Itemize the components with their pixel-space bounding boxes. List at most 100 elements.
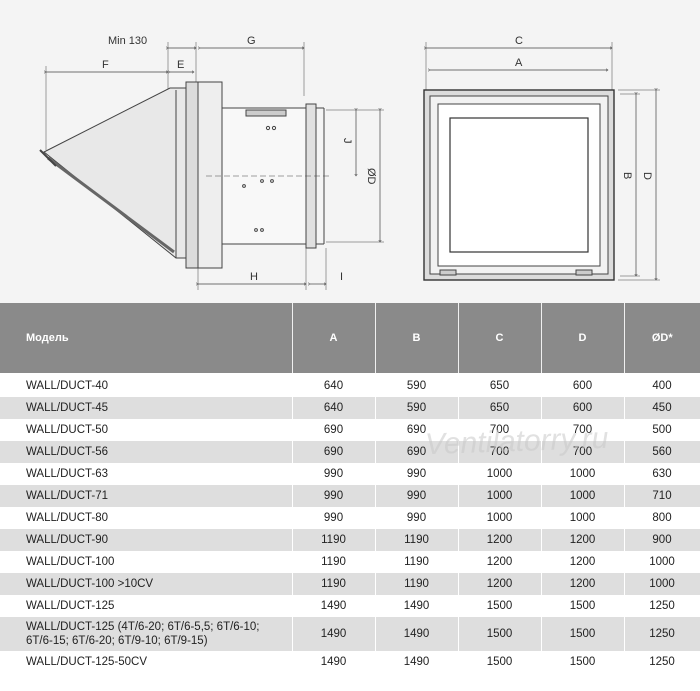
cell-d: 700 [541, 441, 625, 463]
side-view [39, 42, 384, 290]
cell-b: 690 [375, 419, 459, 441]
cell-od: 800 [624, 507, 700, 529]
table-row: WALL/DUCT-71 990 990 1000 1000 710 [0, 485, 700, 507]
cell-c: 650 [458, 373, 542, 397]
spec-table: Модель A B C D ØD* WALL/DUCT-40 640 590 … [0, 303, 700, 673]
header-od: ØD* [624, 303, 700, 373]
cell-od: 1250 [624, 651, 700, 673]
cell-od: 560 [624, 441, 700, 463]
cell-model: WALL/DUCT-63 [0, 463, 293, 485]
cell-model-line2: 6T/6-15; 6T/6-20; 6T/9-10; 6T/9-15) [26, 635, 208, 647]
cell-od: 400 [624, 373, 700, 397]
cell-model: WALL/DUCT-45 [0, 397, 293, 419]
cell-c: 1500 [458, 595, 542, 617]
cell-a: 1490 [292, 595, 376, 617]
label-i: I [340, 271, 343, 283]
cell-b: 1490 [375, 651, 459, 673]
cell-c: 650 [458, 397, 542, 419]
cell-model: WALL/DUCT-125 [0, 595, 293, 617]
cell-model: WALL/DUCT-100 >10CV [0, 573, 293, 595]
label-c: C [515, 35, 523, 47]
cell-b: 1490 [375, 617, 459, 651]
cell-a: 990 [292, 507, 376, 529]
cell-b: 1190 [375, 529, 459, 551]
label-d: D [641, 172, 653, 180]
cell-b: 590 [375, 373, 459, 397]
cell-od: 710 [624, 485, 700, 507]
label-min130: Min 130 [108, 35, 147, 47]
cell-d: 1500 [541, 651, 625, 673]
table-row: WALL/DUCT-56 690 690 700 700 560 [0, 441, 700, 463]
front-view [423, 42, 660, 281]
cell-b: 990 [375, 485, 459, 507]
cell-d: 1500 [541, 617, 625, 651]
cell-b: 990 [375, 507, 459, 529]
cell-model: WALL/DUCT-40 [0, 373, 293, 397]
cell-c: 1500 [458, 617, 542, 651]
cell-d: 600 [541, 373, 625, 397]
cell-c: 1200 [458, 573, 542, 595]
cell-od: 500 [624, 419, 700, 441]
cell-b: 690 [375, 441, 459, 463]
cell-model-line1: WALL/DUCT-125 (4T/6-20; 6T/6-5,5; 6T/6-1… [26, 621, 260, 633]
cell-d: 600 [541, 397, 625, 419]
label-f: F [102, 59, 109, 71]
cell-b: 1190 [375, 551, 459, 573]
label-h: H [250, 271, 258, 283]
cell-c: 1200 [458, 551, 542, 573]
table-row: WALL/DUCT-125 1490 1490 1500 1500 1250 [0, 595, 700, 617]
cell-d: 1000 [541, 463, 625, 485]
cell-c: 1000 [458, 485, 542, 507]
cell-d: 1000 [541, 485, 625, 507]
cell-a: 1190 [292, 573, 376, 595]
technical-drawing: Min 130 G F E J ØD H I C A B [0, 0, 700, 303]
cell-od: 900 [624, 529, 700, 551]
cell-model: WALL/DUCT-90 [0, 529, 293, 551]
cell-model: WALL/DUCT-125-50CV [0, 651, 293, 673]
table-row: WALL/DUCT-63 990 990 1000 1000 630 [0, 463, 700, 485]
cell-b: 590 [375, 397, 459, 419]
header-c: C [458, 303, 542, 373]
label-e: E [177, 59, 184, 71]
label-b: B [621, 172, 633, 179]
cell-d: 1200 [541, 529, 625, 551]
cell-od: 1000 [624, 551, 700, 573]
cell-od: 630 [624, 463, 700, 485]
cell-od: 1250 [624, 617, 700, 651]
cell-b: 1490 [375, 595, 459, 617]
cell-a: 990 [292, 485, 376, 507]
cell-od: 1000 [624, 573, 700, 595]
cell-b: 1190 [375, 573, 459, 595]
cell-d: 1200 [541, 551, 625, 573]
cell-d: 1000 [541, 507, 625, 529]
cell-d: 1500 [541, 595, 625, 617]
table-row: WALL/DUCT-125 (4T/6-20; 6T/6-5,5; 6T/6-1… [0, 617, 700, 651]
table-row: WALL/DUCT-80 990 990 1000 1000 800 [0, 507, 700, 529]
header-a: A [292, 303, 376, 373]
cell-a: 690 [292, 441, 376, 463]
label-a: A [515, 57, 523, 69]
drawing-svg: Min 130 G F E J ØD H I C A B [39, 35, 660, 290]
cell-a: 1490 [292, 617, 376, 651]
table-row: WALL/DUCT-100 >10CV 1190 1190 1200 1200 … [0, 573, 700, 595]
cell-model: WALL/DUCT-125 (4T/6-20; 6T/6-5,5; 6T/6-1… [0, 617, 293, 651]
cell-model: WALL/DUCT-100 [0, 551, 293, 573]
cell-od: 1250 [624, 595, 700, 617]
cell-a: 990 [292, 463, 376, 485]
table-row: WALL/DUCT-90 1190 1190 1200 1200 900 [0, 529, 700, 551]
cell-c: 1200 [458, 529, 542, 551]
label-od: ØD [365, 168, 377, 185]
cell-model: WALL/DUCT-80 [0, 507, 293, 529]
table-row: WALL/DUCT-50 690 690 700 700 500 [0, 419, 700, 441]
cell-a: 640 [292, 397, 376, 419]
cell-a: 1190 [292, 529, 376, 551]
cell-a: 690 [292, 419, 376, 441]
cell-c: 700 [458, 419, 542, 441]
cell-a: 640 [292, 373, 376, 397]
cell-d: 1200 [541, 573, 625, 595]
cell-model: WALL/DUCT-71 [0, 485, 293, 507]
table-row: WALL/DUCT-100 1190 1190 1200 1200 1000 [0, 551, 700, 573]
header-d: D [541, 303, 625, 373]
table-row: WALL/DUCT-45 640 590 650 600 450 [0, 397, 700, 419]
header-model: Модель [0, 303, 293, 373]
